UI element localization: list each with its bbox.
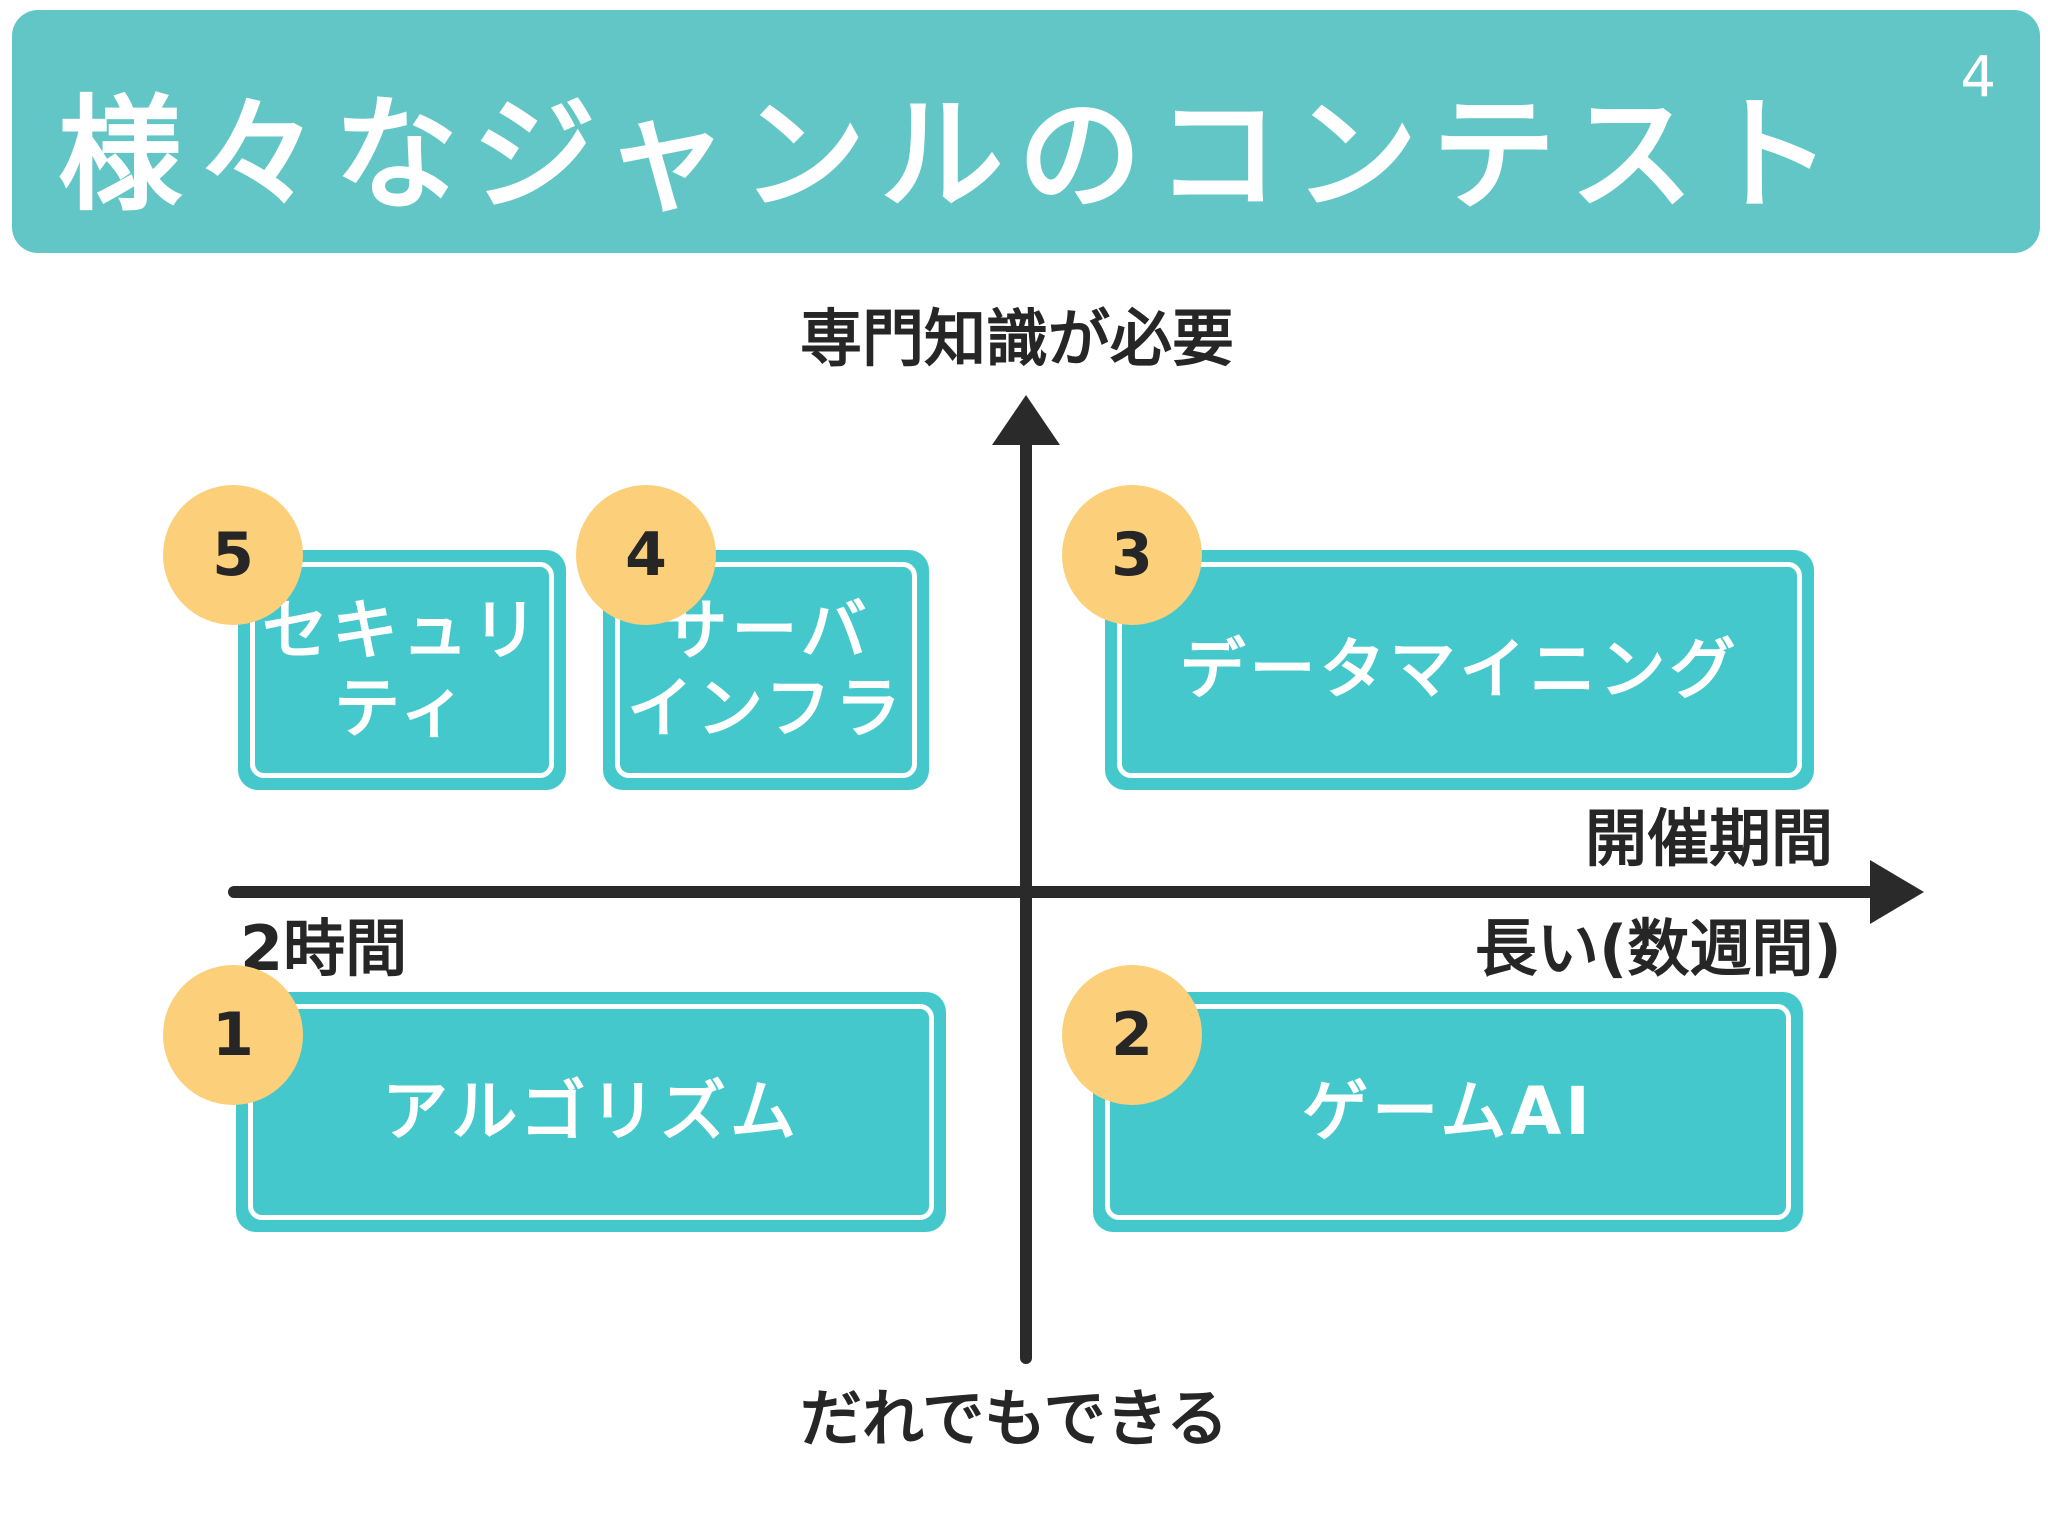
x-axis-left-label: 2時間: [240, 912, 408, 985]
genre-box-frame: データマイニング: [1117, 562, 1802, 778]
badge-4: 4: [576, 485, 716, 625]
genre-label-data-mining: データマイニング: [1179, 631, 1740, 709]
x-axis-name-label: 開催期間: [1585, 802, 1834, 875]
x-axis-right-label: 長い(数週間): [1475, 912, 1842, 985]
badge-3: 3: [1062, 485, 1202, 625]
title-bar: 様々なジャンルのコンテスト 4: [12, 10, 2040, 253]
badge-5: 5: [163, 485, 303, 625]
genre-box-frame: ゲームAI: [1105, 1004, 1791, 1220]
y-axis-arrowhead: [992, 395, 1060, 445]
genre-box-algorithm: アルゴリズム: [236, 992, 946, 1232]
genre-label-security: セキュリ ティ: [262, 592, 542, 747]
page-number: 4: [1960, 45, 1996, 110]
genre-label-algorithm: アルゴリズム: [381, 1073, 801, 1151]
genre-box-game-ai: ゲームAI: [1093, 992, 1803, 1232]
y-axis-bottom-label: だれでもできる: [800, 1382, 1229, 1455]
badge-2: 2: [1062, 965, 1202, 1105]
genre-box-frame: セキュリ ティ: [250, 562, 554, 778]
genre-label-server-infra: サーバ インフラ: [626, 592, 906, 747]
genre-label-game-ai: ゲームAI: [1302, 1073, 1594, 1151]
genre-box-security: セキュリ ティ: [238, 550, 566, 790]
y-axis-top-label: 専門知識が必要: [800, 302, 1235, 375]
badge-1: 1: [163, 965, 303, 1105]
vertical-axis: [992, 395, 1060, 1364]
genre-box-frame: サーバ インフラ: [615, 562, 917, 778]
genre-box-data-mining: データマイニング: [1105, 550, 1814, 790]
genre-box-frame: アルゴリズム: [248, 1004, 934, 1220]
slide-title: 様々なジャンルのコンテスト: [58, 84, 1846, 228]
x-axis-arrowhead: [1870, 860, 1924, 924]
